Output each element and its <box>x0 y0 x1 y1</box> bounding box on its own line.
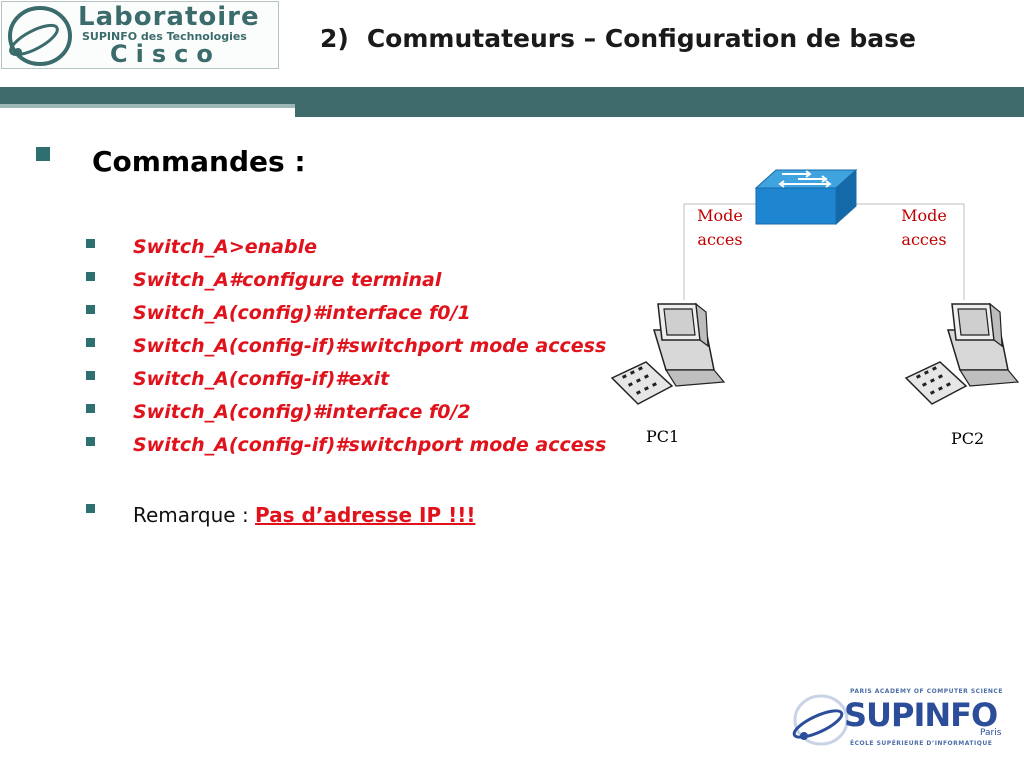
remark: Remarque : Pas d’adresse IP !!! <box>133 503 475 527</box>
bullet-icon <box>86 305 95 314</box>
link-label-right-line1: Mode <box>901 206 947 225</box>
command-line: Switch_A(config)#interface f0/2 <box>133 401 471 423</box>
computer-icon <box>904 302 1020 405</box>
footer-tagline-top: PARIS ACADEMY OF COMPUTER SCIENCE <box>850 688 1003 695</box>
bullet-icon <box>36 147 50 161</box>
command-line: Switch_A(config-if)#exit <box>133 368 390 390</box>
laboratoire-logo: Laboratoire SUPINFO des Technologies Cis… <box>1 1 279 69</box>
remark-label: Remarque : <box>133 503 256 527</box>
footer-city: Paris <box>980 728 1002 738</box>
globe-ring-icon <box>8 6 72 66</box>
section-heading: Commandes : <box>92 145 306 178</box>
remark-value: Pas d’adresse IP !!! <box>255 503 476 527</box>
bullet-icon <box>86 437 95 446</box>
supinfo-swoosh-icon <box>792 694 849 746</box>
footer-brand: SUPINFO <box>844 696 998 734</box>
pc-label-left: PC1 <box>646 427 680 446</box>
logo-laboratoire-text: Laboratoire <box>78 2 260 32</box>
title-number: 2) <box>320 24 349 53</box>
link-label-left-line2: acces <box>697 230 743 249</box>
command-line: Switch_A#configure terminal <box>133 269 442 291</box>
command-line: Switch_A(config)#interface f0/1 <box>133 302 471 324</box>
pc-label-right: PC2 <box>951 429 985 448</box>
command-line: Switch_A(config-if)#switchport mode acce… <box>133 335 607 357</box>
logo-supinfo-text: SUPINFO des Technologies <box>82 30 247 43</box>
link-label-right-line2: acces <box>901 230 947 249</box>
header-band-lower <box>295 99 1024 117</box>
topology-lines <box>683 203 965 300</box>
header-band-light <box>0 104 295 108</box>
bullet-icon <box>86 272 95 281</box>
title-text: Commutateurs – Configuration de base <box>366 24 916 53</box>
command-line: Switch_A(config-if)#switchport mode acce… <box>133 434 607 456</box>
bullet-icon <box>86 504 95 513</box>
switch-icon <box>754 168 858 226</box>
bullet-icon <box>86 371 95 380</box>
command-line: Switch_A>enable <box>133 236 317 258</box>
link-label-left-line1: Mode <box>697 206 743 225</box>
bullet-icon <box>86 239 95 248</box>
bullet-icon <box>86 404 95 413</box>
bullet-icon <box>86 338 95 347</box>
link-label-right: Mode acces <box>884 204 964 252</box>
footer-tagline-bottom: ÉCOLE SUPÉRIEURE D’INFORMATIQUE <box>850 740 993 747</box>
link-label-left: Mode acces <box>680 204 760 252</box>
page-title: 2) Commutateurs – Configuration de base <box>320 24 916 53</box>
computer-icon <box>610 302 726 405</box>
supinfo-logo: PARIS ACADEMY OF COMPUTER SCIENCE SUPINF… <box>790 688 1012 754</box>
network-diagram: Mode acces Mode acces <box>600 160 1024 460</box>
logo-cisco-text: Cisco <box>110 40 221 68</box>
